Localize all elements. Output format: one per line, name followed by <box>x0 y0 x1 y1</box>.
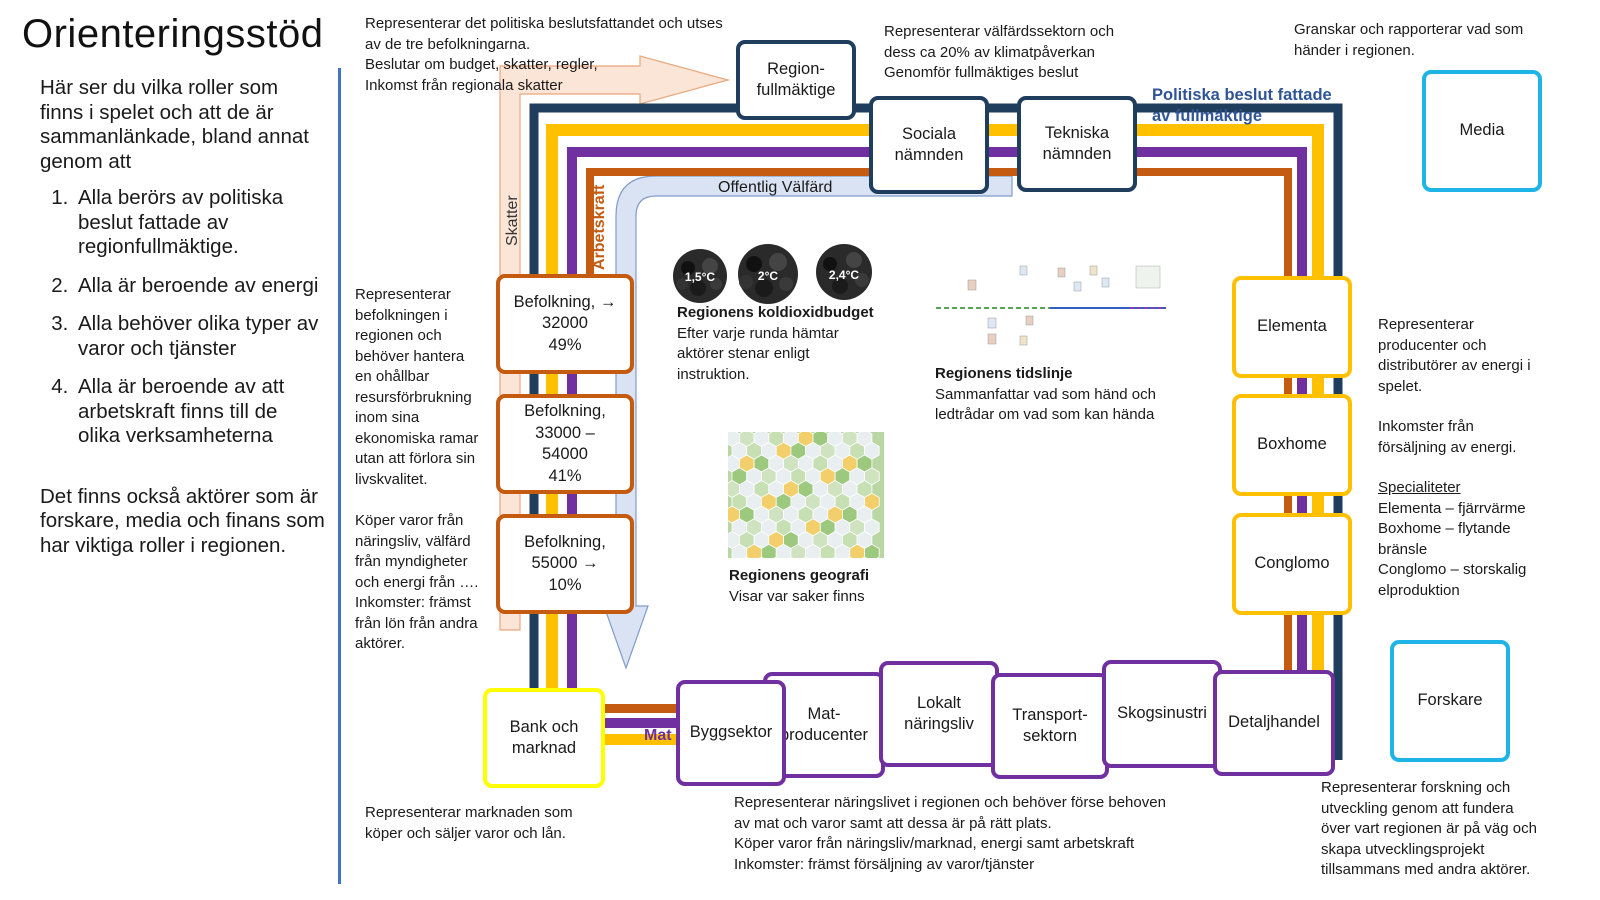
timeline-title: Regionens tidslinje <box>935 365 1073 382</box>
bottom-purple-line <box>600 718 680 728</box>
page-title: Orienteringsstöd <box>22 12 324 56</box>
geography-title: Regionens geografi <box>729 567 870 584</box>
note-fullmaktige: Representerar det politiska beslutsfatta… <box>365 15 723 94</box>
stone-pile-icon <box>816 244 872 300</box>
box-byggsektor[interactable]: Byggsektor <box>676 680 786 786</box>
intro-point: Alla berörs av politiska beslut fattade … <box>74 186 325 260</box>
co2-label: 2,4°C <box>829 268 859 282</box>
box-befolkning-3[interactable]: Befolkning,55000 →10% <box>496 514 634 614</box>
geography-text: Regionens geografi Visar var saker finns <box>729 567 870 605</box>
co2-label: 2°C <box>758 269 778 283</box>
intro-outro: Det finns också aktörer som är forskare,… <box>40 484 325 557</box>
stone-pile-icon <box>738 244 798 304</box>
box-media[interactable]: Media <box>1422 70 1542 192</box>
box-transportsektorn[interactable]: Transport-sektorn <box>991 673 1109 779</box>
stone-pile-icon <box>673 249 727 303</box>
bottom-gold-line <box>600 734 680 745</box>
skatter-label: Skatter <box>504 195 521 246</box>
arbetskraft-label: Arbetskraft <box>591 184 608 270</box>
timeline-text: Regionens tidslinje Sammanfattar vad som… <box>935 365 1156 423</box>
hex-tile <box>864 543 880 558</box>
box-elementa[interactable]: Elementa <box>1232 276 1352 378</box>
hex-grid <box>728 432 880 558</box>
intro-point: Alla är beroende av energi <box>74 274 325 299</box>
intro-point: Alla är beroende av att arbetskraft finn… <box>74 375 325 449</box>
valfard-arrow <box>603 175 1013 670</box>
divider-line <box>338 68 341 884</box>
co2-budget-title: Regionens koldioxidbudget <box>677 304 874 321</box>
box-skogsindustri[interactable]: Skogsinustri <box>1102 660 1222 768</box>
politiska-label: Politiska beslut fattade av fullmäktige <box>1152 86 1332 125</box>
intro-list: Alla berörs av politiska beslut fattade … <box>40 186 325 449</box>
box-forskare[interactable]: Forskare <box>1390 640 1510 762</box>
box-regionfullmaktige[interactable]: Region-fullmäktige <box>736 40 856 120</box>
geography-map <box>728 432 884 558</box>
bottom-orange-line <box>600 704 680 713</box>
intro-point: Alla behöver olika typer av varor och tj… <box>74 312 325 361</box>
offentlig-label: Offentlig Välfärd <box>718 179 832 196</box>
intro-text: Här ser du vilka roller som finns i spel… <box>40 76 325 570</box>
intro-lead: Här ser du vilka roller som finns i spel… <box>40 76 309 173</box>
box-conglomo[interactable]: Conglomo <box>1232 513 1352 615</box>
co2-label: 1,5°C <box>685 270 715 284</box>
box-boxhome[interactable]: Boxhome <box>1232 394 1352 496</box>
box-detaljhandel[interactable]: Detaljhandel <box>1213 670 1335 776</box>
co2-stones: 1,5°C 2°C 2,4°C <box>673 244 872 304</box>
mat-label: Mat <box>644 727 672 744</box>
note-naringsliv: Representerar näringslivet i regionen oc… <box>734 794 1166 873</box>
timeline-thumbnail <box>936 265 1166 346</box>
co2-budget-text: Regionens koldioxidbudget Efter varje ru… <box>677 304 874 383</box>
